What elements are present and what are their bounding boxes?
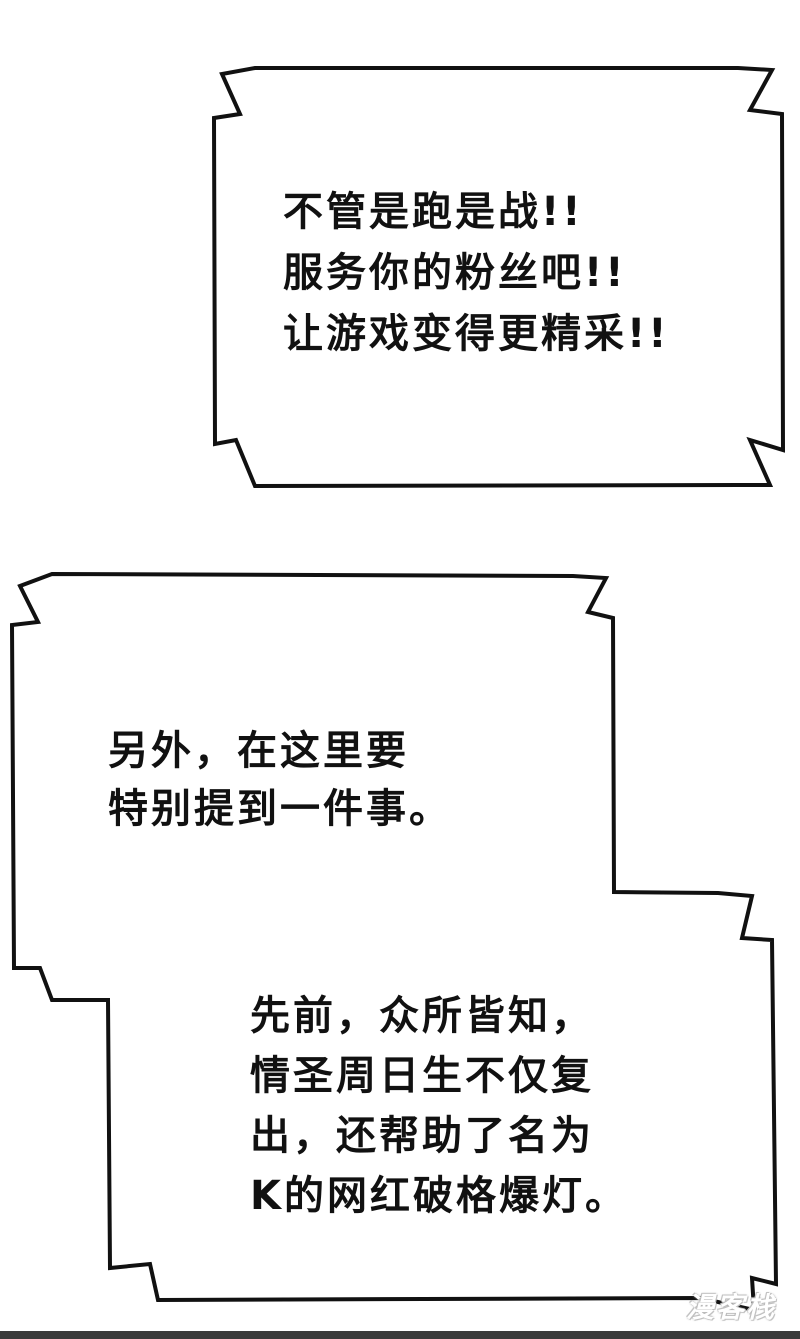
watermark-logo: 漫客栈 [685,1291,776,1324]
speech-bubble-large [9,571,779,1313]
speech-bubble-top [211,66,786,489]
bubble-top-line-2: 服务你的粉丝吧!! [283,250,627,296]
bottom-edge-strip [0,1331,800,1339]
bubble-bottom-line-2: 情圣周日生不仅复 [250,1053,594,1099]
bubble-bottom-line-4: K的网红破格爆灯。 [250,1173,628,1219]
bubble-bottom-line-1: 先前，众所皆知， [250,993,594,1039]
bubble-middle-line-2: 特别提到一件事。 [108,786,452,832]
bubble-bottom-line-3: 出，还帮助了名为 [250,1113,594,1159]
bubble-bottom-text: 先前，众所皆知， 情圣周日生不仅复 出，还帮助了名为 K的网红破格爆灯。 [250,986,628,1226]
bubble-top-text: 不管是跑是战!! 服务你的粉丝吧!! 让游戏变得更精采!! [283,182,669,365]
bubble-middle-text: 另外，在这里要 特别提到一件事。 [108,722,452,838]
bubble-top-line-1: 不管是跑是战!! [283,189,584,235]
bubble-middle-line-1: 另外，在这里要 [108,728,409,774]
bubble-top-line-3: 让游戏变得更精采!! [283,311,670,357]
